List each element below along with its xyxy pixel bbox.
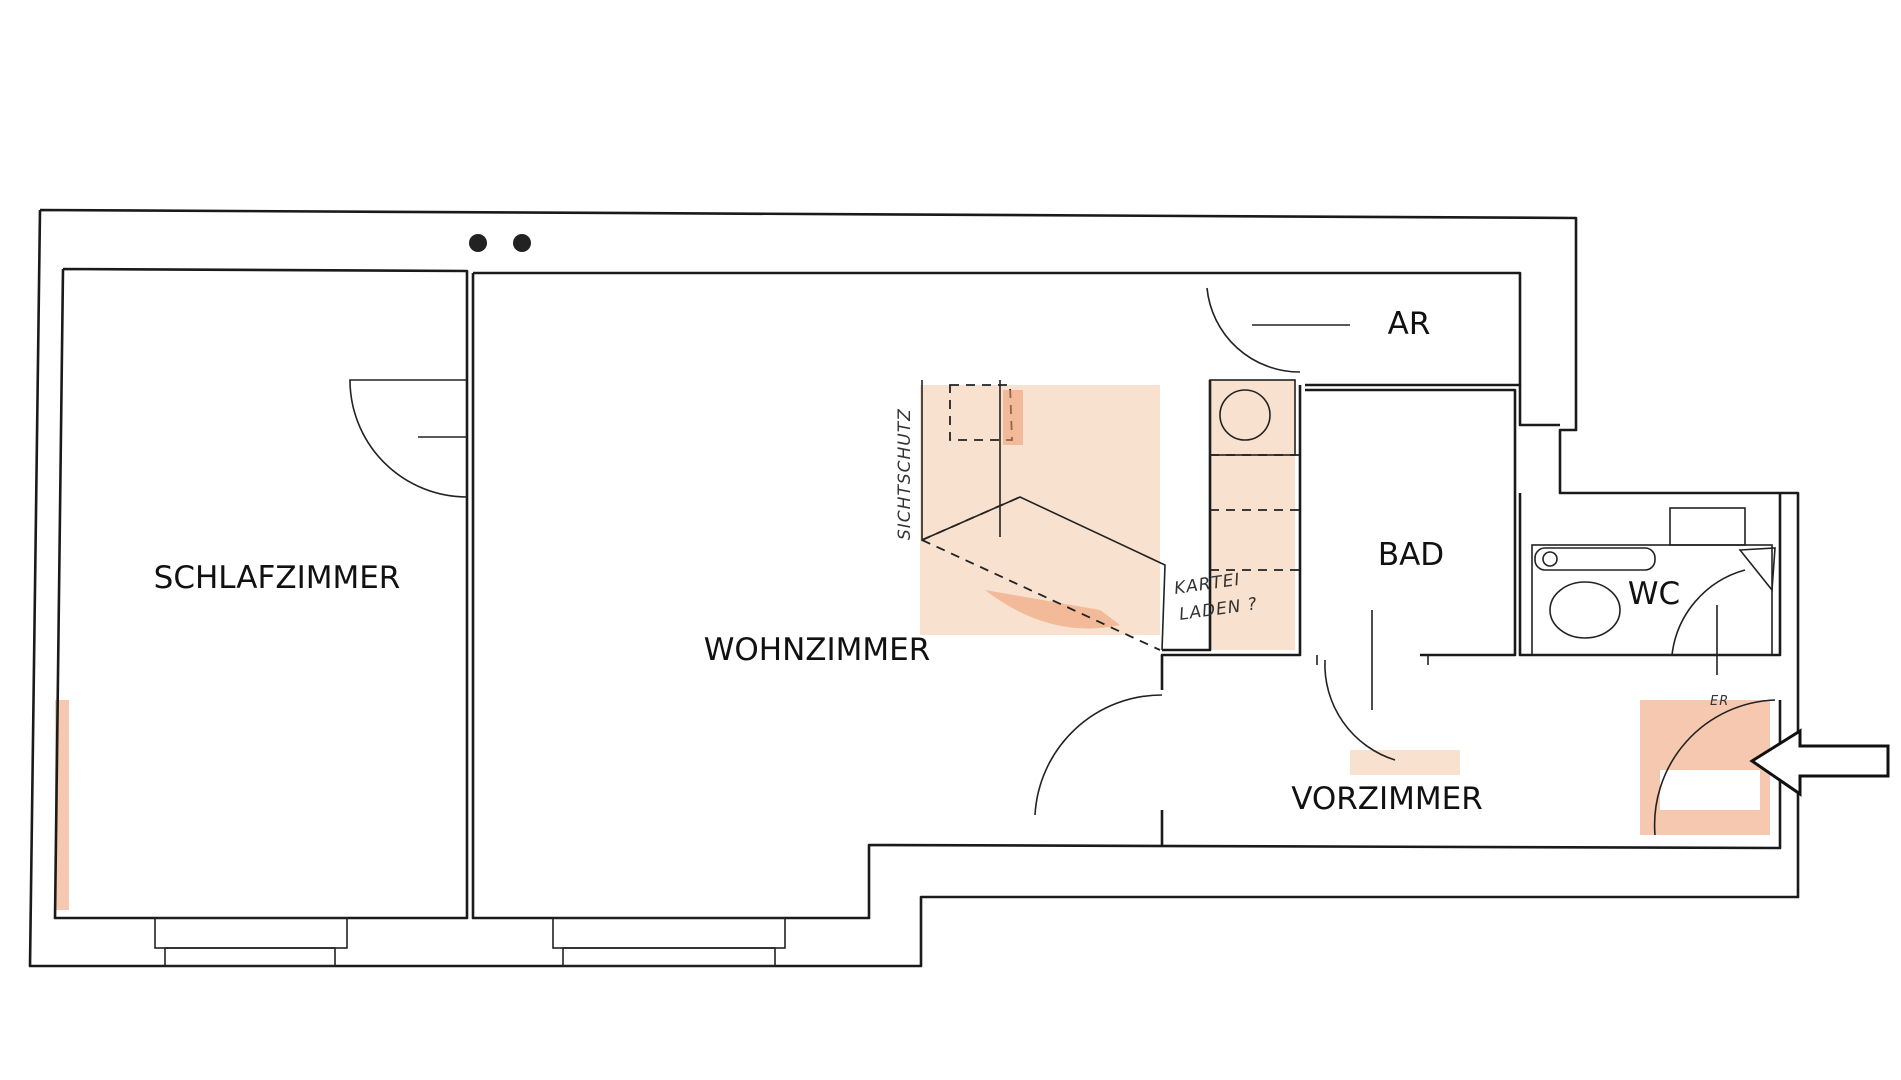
outer-walls <box>28 208 1800 968</box>
room-label-schlafzimmer: SCHLAFZIMMER <box>154 560 401 596</box>
color-tints <box>55 380 1770 910</box>
furniture <box>921 380 1166 651</box>
entrance-arrow <box>1749 728 1890 797</box>
annotation-er: ER <box>1710 694 1729 709</box>
door-schlafzimmer <box>349 379 468 498</box>
room-label-vorzimmer: VORZIMMER <box>1291 781 1483 817</box>
inner-wall-line <box>53 267 469 920</box>
room-label-ar: AR <box>1388 306 1431 342</box>
door-ar <box>1206 287 1301 373</box>
door-wohnzimmer <box>1034 694 1163 816</box>
room-label-wc: WC <box>1628 576 1680 612</box>
annotation-sichtschutz: SICHTSCHUTZ <box>895 408 915 540</box>
door-entrance <box>1653 699 1776 836</box>
door-wc <box>1671 569 1746 656</box>
room-label-wohnzimmer: WOHNZIMMER <box>704 632 931 668</box>
doors <box>349 287 1776 836</box>
room-label-bad: BAD <box>1378 537 1444 573</box>
door-bad <box>1324 659 1396 761</box>
